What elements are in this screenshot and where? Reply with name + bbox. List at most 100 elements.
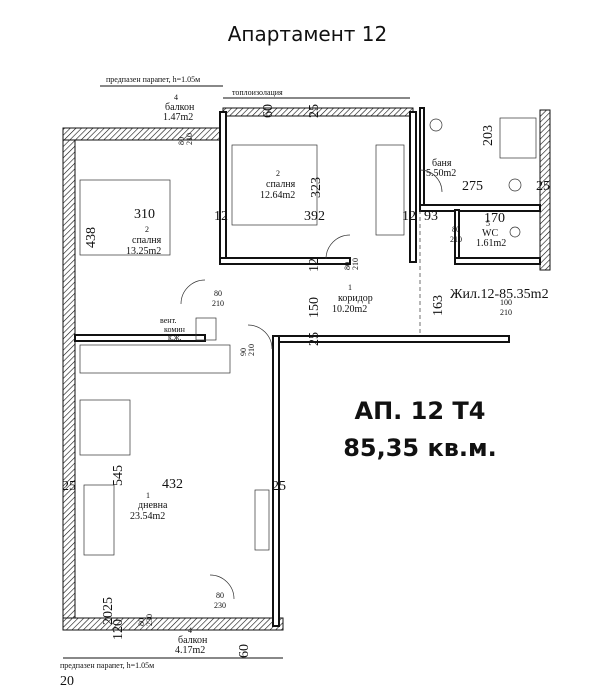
svg-text:210: 210	[247, 344, 256, 356]
svg-text:80: 80	[216, 591, 224, 600]
kitchen-counter	[79, 344, 231, 374]
dim-60b: 60	[237, 644, 252, 658]
wall-corridor-bottom	[278, 335, 510, 343]
wall-bed1-right	[409, 111, 417, 263]
note-kzh: к.ж.	[168, 333, 181, 342]
room-number: 4	[188, 626, 192, 635]
wardrobe	[375, 144, 405, 236]
door-mark: 80 210	[343, 258, 360, 270]
svg-text:210: 210	[351, 258, 360, 270]
dim-438: 438	[84, 227, 99, 248]
sofa	[83, 484, 115, 556]
wall-wc-bottom	[454, 257, 541, 265]
apartment-label: АП. 12 Т4	[354, 397, 486, 425]
note-shaft: комин	[164, 325, 186, 334]
outer-wall-bath-right	[539, 109, 551, 271]
room-number: 1	[146, 491, 150, 500]
room-balcony-bottom: 4 балкон 4.17m2	[175, 626, 208, 656]
dim-25a: 25	[62, 479, 76, 494]
svg-text:210: 210	[450, 235, 462, 244]
wall-living-right	[272, 335, 280, 627]
room-number: 1	[348, 283, 352, 292]
door-arc-bed2	[180, 279, 206, 305]
wc-toilet	[509, 226, 521, 238]
dim-163: 163	[431, 295, 446, 316]
dim-392: 392	[304, 209, 325, 224]
room-area: 5.50m2	[426, 168, 456, 179]
room-corridor: 1 коридор 10.20m2	[332, 283, 373, 315]
total-area: 85,35 кв.м.	[343, 434, 497, 462]
dim-203: 203	[481, 125, 496, 146]
note-parapet-bottom: предпазен парапет, h=1.05м	[60, 661, 154, 670]
dim-545: 545	[111, 465, 126, 486]
svg-text:100: 100	[500, 298, 512, 307]
dim-2025: 2025	[101, 597, 116, 625]
room-name: балкон	[178, 635, 208, 646]
dim-12c: 12	[402, 209, 416, 224]
room-number: 5	[486, 219, 490, 228]
dim-12b: 12	[307, 258, 322, 272]
room-name: спалня	[132, 235, 162, 246]
living-area-note: Жил.12-85.35m2	[450, 287, 549, 302]
door-mark: 80 230	[137, 614, 154, 626]
room-name: дневна	[138, 500, 168, 511]
room-number: 4	[174, 93, 178, 102]
room-area: 23.54m2	[130, 511, 165, 522]
dim-12a: 12	[214, 209, 228, 224]
svg-text:210: 210	[185, 133, 194, 145]
svg-text:210: 210	[500, 308, 512, 317]
room-area: 12.64m2	[260, 190, 295, 201]
door-arc-balcony-bottom	[209, 574, 235, 600]
wall-bed1-bottom	[219, 257, 351, 265]
svg-text:90: 90	[239, 348, 248, 356]
svg-text:230: 230	[214, 601, 226, 610]
door-mark: 80 210	[177, 133, 194, 145]
wall-bed2-bottom	[74, 334, 206, 342]
room-living: 1 дневна 23.54m2	[130, 491, 168, 522]
tv-unit	[254, 489, 270, 551]
room-wc: 5 WC 1.61m2	[476, 219, 506, 249]
dim-25c: 25	[307, 332, 322, 346]
bed-bedroom-2	[79, 179, 171, 256]
room-number: 2	[276, 169, 280, 178]
toilet	[508, 178, 522, 192]
room-bedroom-1: 2 спалня 12.64m2	[260, 169, 296, 201]
wall-bath-left	[419, 107, 425, 209]
svg-text:230: 230	[145, 614, 154, 626]
room-bathroom: баня 5.50m2	[426, 158, 456, 179]
room-balcony-top: 4 балкон 1.47m2	[163, 93, 195, 123]
room-number: 2	[145, 225, 149, 234]
door-mark: 100 210	[500, 298, 512, 317]
room-area: 4.17m2	[175, 645, 205, 656]
room-area: 13.25m2	[126, 246, 161, 257]
door-mark: 80 230	[214, 591, 226, 610]
washbasin	[429, 118, 443, 132]
door-mark: 80 210	[450, 225, 462, 244]
outer-wall-top	[62, 127, 224, 141]
dim-120: 120	[111, 619, 126, 640]
dim-20: 20	[60, 674, 74, 689]
door-arc-bath	[419, 169, 443, 193]
door-mark: 90 210	[239, 344, 256, 356]
outer-wall-left	[62, 129, 76, 629]
outer-wall-bottom	[62, 617, 284, 631]
stove	[195, 317, 217, 341]
dim-25b: 25	[272, 479, 286, 494]
door-arc-bed1	[325, 234, 351, 260]
dim-60a: 60	[261, 104, 276, 118]
door-mark: 80 210	[212, 289, 224, 308]
page-title: Апартамент 12	[227, 22, 388, 46]
wall-bed2-bed1	[219, 111, 227, 263]
note-parapet-top: предпазен парапет, h=1.05м	[106, 75, 200, 84]
wall-bath-bottom	[419, 204, 541, 212]
dim-275: 275	[462, 179, 483, 194]
room-bedroom-2: 2 спалня 13.25m2	[126, 225, 162, 257]
room-name: спалня	[266, 179, 296, 190]
bed-bedroom-1	[231, 144, 318, 226]
dim-93: 93	[424, 209, 438, 224]
note-insulation: топлоизолация	[232, 88, 283, 97]
room-name: коридор	[338, 293, 373, 304]
room-area: 1.47m2	[163, 112, 193, 123]
door-arc-living	[247, 324, 273, 350]
